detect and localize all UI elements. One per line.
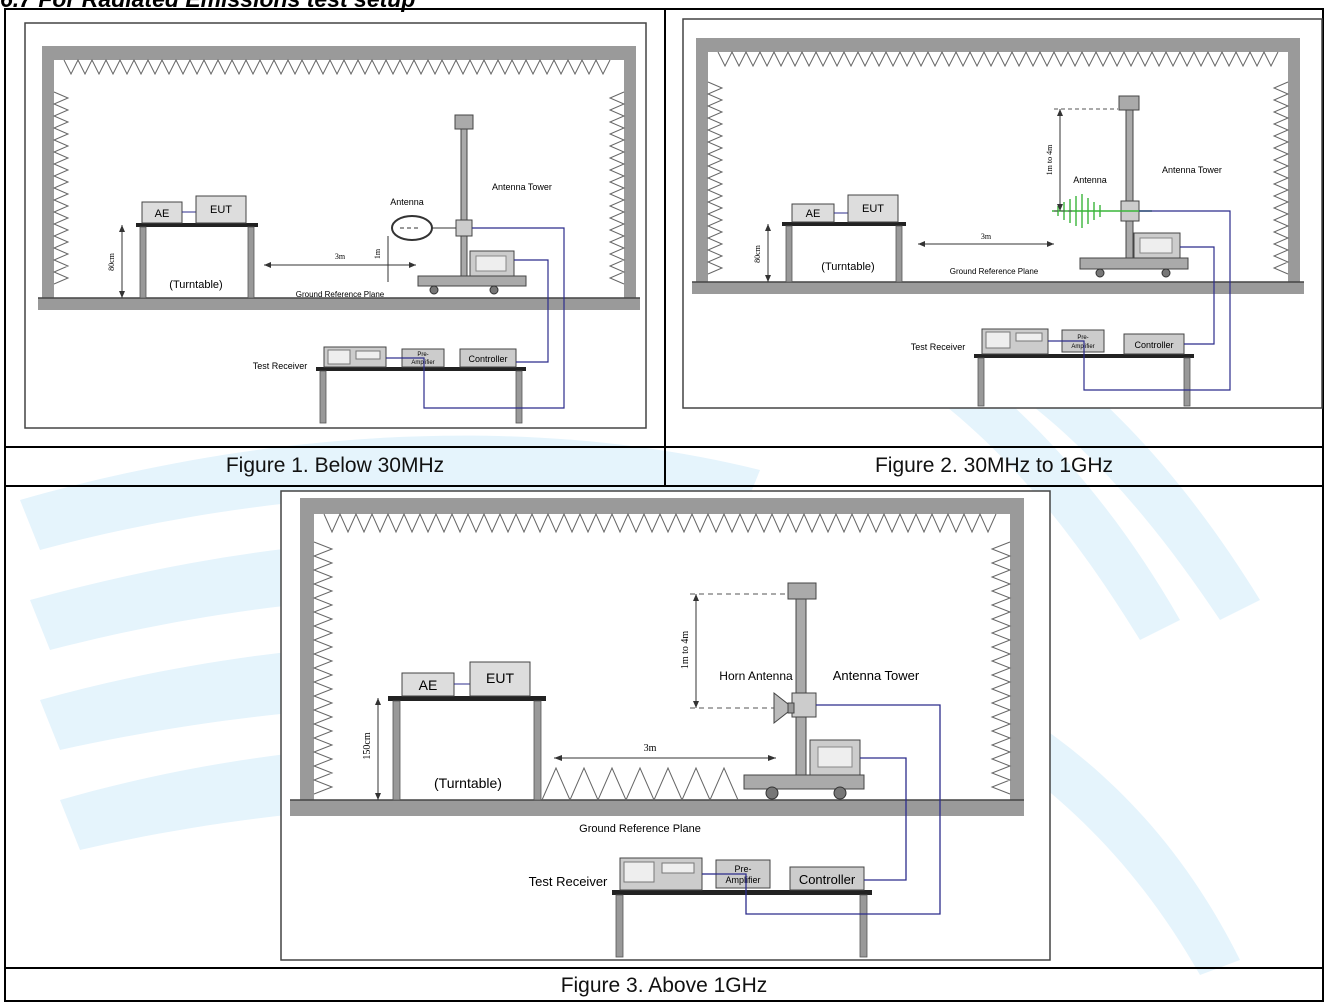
caption-figure-3: Figure 3. Above 1GHz bbox=[560, 974, 768, 997]
preamp-label-2: Amplifier bbox=[725, 875, 760, 885]
eut-box bbox=[469, 661, 531, 697]
eut-label: EUT bbox=[210, 204, 232, 216]
absorber-left bbox=[312, 541, 334, 795]
preamp-label-2: Amplifier bbox=[1071, 344, 1094, 350]
turntable-label: (Turntable) bbox=[821, 261, 874, 273]
absorber-left bbox=[52, 91, 70, 285]
test-receiver-label: Test Receiver bbox=[911, 342, 966, 352]
cables bbox=[1048, 210, 1231, 391]
turntable-label: (Turntable) bbox=[169, 279, 222, 291]
figure-2-diagram: AE EUT 80cm (Turntable) 3m Ground Refere… bbox=[682, 18, 1323, 409]
loop-antenna bbox=[391, 215, 433, 241]
table-divider-row2 bbox=[4, 485, 1324, 487]
ae-label: AE bbox=[806, 208, 821, 220]
ground-plane-label: Ground Reference Plane bbox=[950, 267, 1039, 276]
ground-plane-label: Ground Reference Plane bbox=[579, 823, 701, 835]
antenna-tower-mast bbox=[460, 128, 468, 280]
tower-cart bbox=[417, 275, 527, 287]
caption-figure-1: Figure 1. Below 30MHz bbox=[225, 454, 445, 477]
antenna-range-label: 1m to 4m bbox=[680, 631, 691, 670]
figure-1-diagram: AE EUT 80cm (Turntable) 3m Ground Refere… bbox=[24, 22, 647, 429]
table-divider-row3 bbox=[4, 967, 1324, 969]
distance-label: 3m bbox=[335, 252, 346, 261]
eut-label: EUT bbox=[486, 670, 514, 686]
absorber-ceiling bbox=[717, 50, 1279, 68]
controller-label: Controller bbox=[1134, 340, 1173, 350]
preamp-label-1: Pre- bbox=[734, 864, 751, 874]
ground-floor bbox=[290, 800, 1024, 816]
antenna-label: Antenna bbox=[390, 197, 424, 207]
distance-label: 3m bbox=[644, 743, 657, 754]
section-heading: 6.7 For Radiated Emissions test setup bbox=[0, 0, 415, 13]
ground-floor bbox=[38, 298, 640, 310]
controller-box bbox=[789, 866, 865, 891]
height-label: 150cm bbox=[362, 732, 373, 759]
chamber-ceiling bbox=[42, 46, 636, 60]
controller-label: Controller bbox=[799, 872, 856, 887]
test-receiver-label: Test Receiver bbox=[529, 874, 608, 889]
turntable-top bbox=[136, 223, 258, 227]
ground-plane-label: Ground Reference Plane bbox=[296, 290, 385, 299]
preamp-label-2: Amplifier bbox=[411, 360, 434, 366]
turntable-top bbox=[388, 696, 546, 701]
table-divider-row1 bbox=[4, 446, 1324, 448]
chamber-ceiling bbox=[696, 38, 1300, 52]
height-label: 80cm bbox=[753, 244, 762, 263]
antenna-range-label: 1m to 4m bbox=[1045, 144, 1054, 175]
chamber-left-wall bbox=[300, 498, 314, 810]
ae-label: AE bbox=[419, 677, 438, 693]
cables bbox=[386, 227, 565, 409]
chamber-right-wall bbox=[624, 46, 636, 306]
ground-floor bbox=[692, 282, 1304, 294]
figure-3-diagram: AE EUT 150cm (Turntable) 3m Ground Refer… bbox=[280, 490, 1051, 961]
turntable-label: (Turntable) bbox=[434, 775, 502, 791]
absorber-right bbox=[990, 541, 1012, 795]
controller-label: Controller bbox=[468, 354, 507, 364]
antenna-tower-label: Antenna Tower bbox=[492, 182, 552, 192]
chamber-right-wall bbox=[1010, 498, 1024, 810]
turntable-top bbox=[782, 222, 906, 226]
chamber-left-wall bbox=[696, 38, 708, 290]
test-receiver-label: Test Receiver bbox=[253, 361, 308, 371]
caption-figure-2: Figure 2. 30MHz to 1GHz bbox=[874, 454, 1114, 477]
absorber-left bbox=[706, 81, 724, 275]
antenna-tower-label: Antenna Tower bbox=[1162, 165, 1222, 175]
ae-label: AE bbox=[155, 208, 170, 220]
chamber-left-wall bbox=[42, 46, 54, 306]
chamber-right-wall bbox=[1288, 38, 1300, 290]
antenna-tower-label: Antenna Tower bbox=[833, 668, 920, 683]
eut-label: EUT bbox=[862, 203, 884, 215]
antenna-label: Horn Antenna bbox=[719, 669, 793, 683]
antenna-height-label: 1m bbox=[373, 248, 382, 259]
preamp-label-1: Pre- bbox=[417, 352, 428, 358]
tower-cart bbox=[1079, 257, 1189, 270]
preamp-label-1: Pre- bbox=[1077, 335, 1088, 341]
absorber-right bbox=[608, 91, 626, 285]
controller-box bbox=[459, 348, 517, 368]
absorber-right bbox=[1272, 81, 1290, 275]
cables bbox=[702, 704, 941, 915]
chamber-ceiling bbox=[300, 498, 1024, 514]
distance-label: 3m bbox=[981, 232, 992, 241]
absorber-ceiling bbox=[63, 58, 611, 76]
antenna-tower-mast bbox=[1125, 109, 1134, 261]
tower-cart bbox=[743, 774, 865, 790]
antenna-label: Antenna bbox=[1073, 175, 1107, 185]
eut-box bbox=[847, 194, 899, 223]
absorber-floor bbox=[541, 766, 739, 802]
eut-box bbox=[195, 195, 247, 224]
antenna-tower-mast bbox=[795, 598, 807, 780]
absorber-ceiling bbox=[323, 512, 997, 534]
height-label: 80cm bbox=[107, 252, 116, 271]
table-divider-vertical bbox=[664, 8, 666, 486]
